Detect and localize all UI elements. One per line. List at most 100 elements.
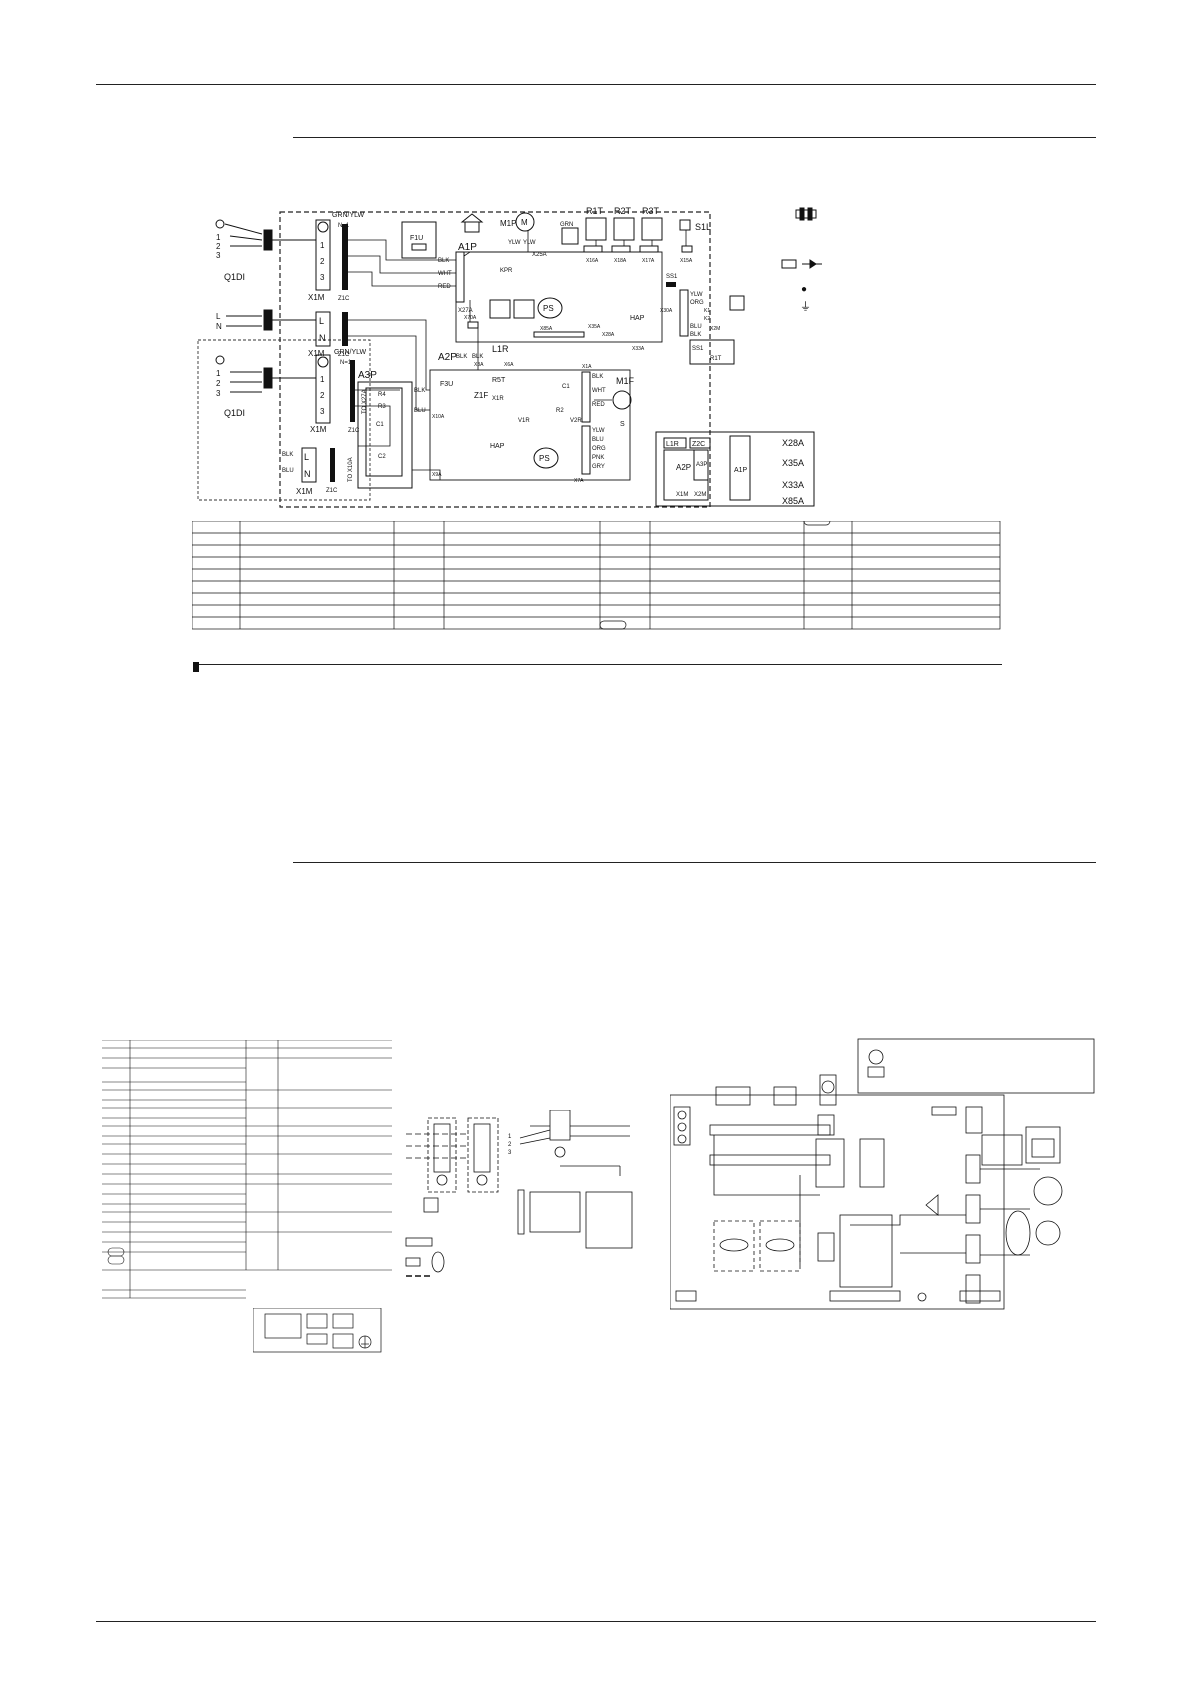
svg-text:C1: C1 xyxy=(376,422,384,428)
svg-text:PNK: PNK xyxy=(592,455,604,461)
unit-frame xyxy=(279,211,711,508)
svg-text:R4: R4 xyxy=(378,392,386,398)
header-rule xyxy=(96,84,1096,85)
legend-table xyxy=(192,521,1002,631)
svg-text:X28A: X28A xyxy=(782,438,804,448)
pin-l: L xyxy=(319,316,324,326)
svg-text:2: 2 xyxy=(216,242,221,251)
svg-text:L1R: L1R xyxy=(666,441,679,448)
earth-label: GRN/YLW xyxy=(332,212,365,219)
svg-text:C1: C1 xyxy=(562,384,570,390)
svg-text:R1T: R1T xyxy=(586,206,604,216)
footer-rule xyxy=(96,1621,1096,1622)
house-icon xyxy=(460,213,484,233)
wiring-diagram-1: 1 2 3 X1M Z1C GRN/YLW N=1 L N X1M Z1C 1 … xyxy=(190,200,930,640)
q1di-label: Q1DI xyxy=(224,272,245,282)
svg-text:3: 3 xyxy=(508,1150,512,1156)
svg-text:V1R: V1R xyxy=(518,418,530,424)
component-layout-box xyxy=(655,431,815,507)
to-x27a: TO X27A xyxy=(362,389,368,414)
svg-text:BLK: BLK xyxy=(438,258,449,264)
x1m-label: X1M xyxy=(308,293,325,302)
sensor-r3t: R3T X17A xyxy=(641,206,663,264)
svg-text:1: 1 xyxy=(320,375,325,384)
option-frame xyxy=(197,339,371,501)
pin-2: 2 xyxy=(320,257,325,266)
supply-3 xyxy=(215,355,316,393)
terminal-x1m-top: 1 2 3 X1M Z1C GRN/YLW N=1 xyxy=(308,212,365,302)
svg-text:2: 2 xyxy=(320,391,325,400)
svg-text:A1P: A1P xyxy=(734,467,748,474)
svg-text:X85A: X85A xyxy=(540,326,553,332)
svg-text:GRN/YLW: GRN/YLW xyxy=(334,349,367,356)
m1p-motor xyxy=(515,212,535,232)
section-rule-2 xyxy=(293,862,1096,863)
a2p-label: A2P xyxy=(438,352,457,363)
svg-text:Z1C: Z1C xyxy=(348,428,360,434)
svg-text:C2: C2 xyxy=(378,454,386,460)
terminal-blk-blu: L N BLK BLU X1M Z1C TO X10A xyxy=(282,447,354,496)
svg-text:Q1DI: Q1DI xyxy=(224,408,245,418)
svg-text:S: S xyxy=(620,421,625,428)
svg-text:1: 1 xyxy=(508,1134,512,1140)
svg-text:1: 1 xyxy=(216,233,221,242)
svg-text:YLW: YLW xyxy=(523,240,536,246)
svg-text:BLK: BLK xyxy=(690,332,701,338)
svg-text:X9A: X9A xyxy=(432,472,442,478)
svg-text:X15A: X15A xyxy=(680,258,693,264)
svg-text:R3: R3 xyxy=(378,404,386,410)
to-x10a: TO X10A xyxy=(348,457,354,482)
section-rule-1 xyxy=(293,137,1096,138)
svg-text:BLK: BLK xyxy=(414,388,425,394)
f1u-label: F1U xyxy=(410,235,423,242)
svg-text:X2M: X2M xyxy=(710,326,720,332)
svg-text:F3U: F3U xyxy=(440,381,453,388)
svg-text:X35A: X35A xyxy=(588,324,601,330)
svg-text:X33A: X33A xyxy=(632,346,645,352)
svg-text:X85A: X85A xyxy=(782,496,804,506)
svg-text:M: M xyxy=(521,218,528,227)
svg-text:BLU: BLU xyxy=(592,437,604,443)
svg-text:GRN: GRN xyxy=(560,222,573,228)
svg-text:X1M: X1M xyxy=(296,487,313,496)
svg-text:2: 2 xyxy=(216,379,221,388)
component-layout-box-2 xyxy=(253,1308,383,1356)
svg-text:K1: K1 xyxy=(704,308,710,314)
svg-text:GRY: GRY xyxy=(592,464,605,470)
svg-text:YLW: YLW xyxy=(592,428,605,434)
sensor-r1t: R1T X16A xyxy=(585,206,607,264)
svg-text:BLK: BLK xyxy=(592,374,603,380)
legend-rule xyxy=(195,664,1002,665)
svg-text:N=1: N=1 xyxy=(340,360,352,366)
svg-text:HAP: HAP xyxy=(630,315,645,322)
svg-text:R1T: R1T xyxy=(710,356,722,362)
svg-text:X30A: X30A xyxy=(660,308,673,314)
svg-text:X1M: X1M xyxy=(676,492,688,498)
svg-text:A3P: A3P xyxy=(696,462,707,468)
svg-text:ORG: ORG xyxy=(690,300,704,306)
svg-text:X18A: X18A xyxy=(614,258,627,264)
m1f-motor xyxy=(612,390,632,410)
svg-text:3: 3 xyxy=(320,407,325,416)
svg-text:BLU: BLU xyxy=(690,324,702,330)
a3p-label: A3P xyxy=(358,370,377,381)
svg-text:N: N xyxy=(216,322,222,331)
svg-text:X3A: X3A xyxy=(474,362,484,368)
svg-text:KPR: KPR xyxy=(500,268,513,274)
svg-text:L1R: L1R xyxy=(492,344,509,354)
svg-text:YLW: YLW xyxy=(508,240,521,246)
svg-text:X16A: X16A xyxy=(586,258,599,264)
svg-text:R2: R2 xyxy=(556,408,564,414)
svg-text:YLW: YLW xyxy=(690,292,703,298)
legend-table-2 xyxy=(102,1040,392,1330)
m1p-label: M1P xyxy=(500,219,516,228)
svg-text:X70A: X70A xyxy=(464,315,477,321)
terminal-x1m-ln: L N X1M Z1C xyxy=(308,311,350,358)
svg-text:V2R: V2R xyxy=(570,418,582,424)
svg-text:X7A: X7A xyxy=(574,478,584,484)
supply-1 xyxy=(215,219,316,251)
wiring-lines xyxy=(348,230,687,480)
svg-text:BLK: BLK xyxy=(456,354,467,360)
svg-text:X1R: X1R xyxy=(492,396,504,402)
svg-text:Z1C: Z1C xyxy=(326,488,338,494)
